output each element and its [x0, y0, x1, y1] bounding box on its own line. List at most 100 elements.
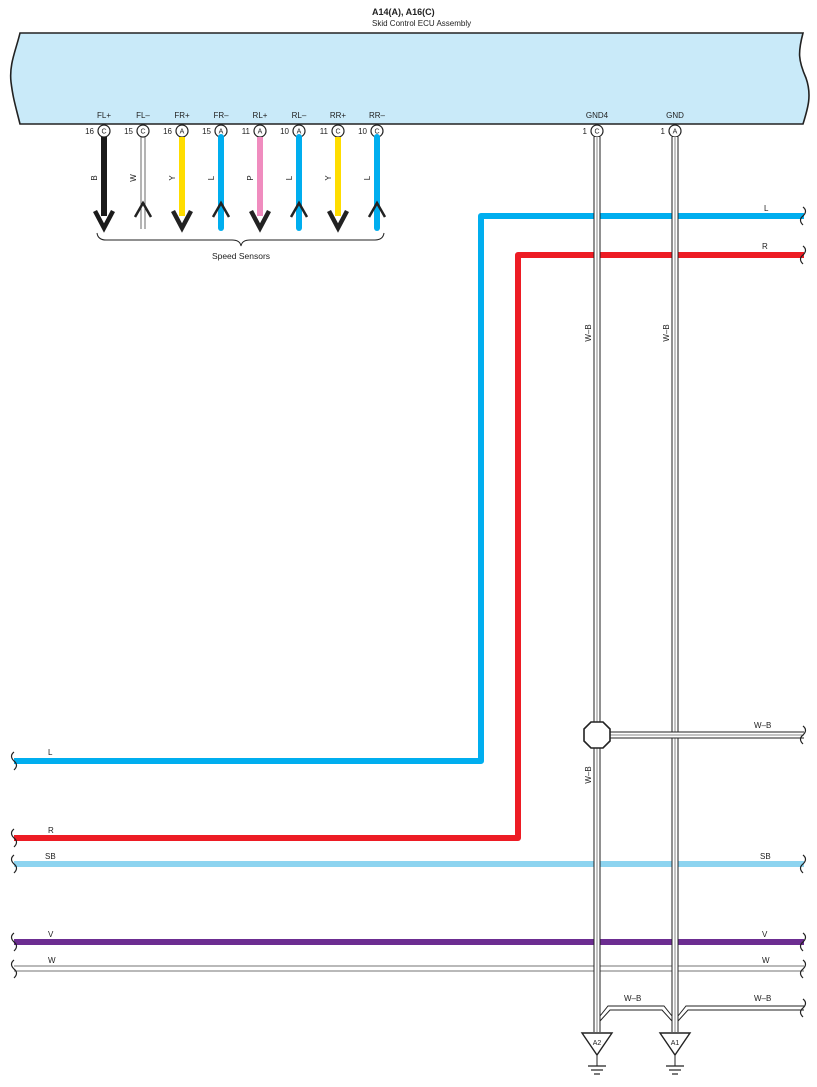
pin-fr-plus[interactable]: FR+ 16 A	[163, 111, 190, 138]
wire-l-left-label: L	[48, 748, 53, 757]
wire-code: L	[207, 175, 216, 180]
continuation-right-r	[799, 245, 807, 265]
ground-wires: W–B W–B W–B W–B W–B W–B	[584, 137, 804, 1032]
connector-title: A14(A), A16(C)	[372, 7, 435, 17]
speed-sensors-bracket	[96, 232, 385, 247]
ground-triangle	[580, 1032, 614, 1057]
wire-rr-plus[interactable]: Y	[324, 137, 349, 233]
wire-gnd4[interactable]: W–B W–B	[584, 137, 601, 1032]
wire-sb-right-label: SB	[760, 852, 771, 861]
connector-letter: A	[673, 129, 678, 136]
wire-fr-minus[interactable]: L	[207, 134, 231, 231]
connector-letter: A	[219, 129, 224, 136]
pin-name: GND4	[586, 111, 609, 120]
wire-v-left-label: V	[48, 930, 54, 939]
wire-rl-plus[interactable]: P	[246, 137, 271, 233]
wire-v-right-label: V	[762, 930, 768, 939]
continuation-left-l	[10, 751, 18, 771]
wire-code: W–B	[584, 324, 593, 341]
pin-name: FL+	[97, 111, 111, 120]
pin-fl-minus[interactable]: FL– 15 C	[124, 111, 150, 138]
connector-letter: C	[140, 129, 145, 136]
pin-fl-plus[interactable]: FL+ 16 C	[85, 111, 111, 138]
wire-l-harness[interactable]: L L	[14, 204, 804, 764]
wire-code: P	[246, 175, 255, 180]
ground-label: A1	[671, 1040, 680, 1047]
continuation-right-wb	[799, 725, 807, 745]
connector-letter: C	[374, 129, 379, 136]
wire-code: Y	[168, 175, 177, 181]
pin-fr-minus[interactable]: FR– 15 A	[202, 111, 229, 138]
pin-number: 15	[124, 127, 133, 136]
pin-name: RR–	[369, 111, 386, 120]
wire-rl-minus[interactable]: L	[285, 134, 309, 231]
wire-w[interactable]: W W	[14, 956, 804, 972]
splice-point[interactable]	[583, 721, 611, 749]
continuation-right-l	[799, 206, 807, 226]
pin-number: 11	[242, 127, 251, 136]
wire-ground-out-label: W–B	[754, 994, 771, 1003]
pin-gnd[interactable]: GND 1 A	[661, 111, 685, 138]
pin-name: FL–	[136, 111, 150, 120]
wire-fl-plus[interactable]: B	[90, 137, 115, 233]
ecu-pins: FL+ 16 C FL– 15 C FR+ 16 A FR– 15 A RL+ …	[85, 111, 685, 138]
wire-splice-out[interactable]: W–B	[608, 721, 804, 739]
wire-rr-minus[interactable]: L	[363, 134, 387, 231]
wire-gnd4-lower-label: W–B	[584, 766, 593, 783]
ground-point-a1[interactable]: A1	[658, 1032, 692, 1075]
connector-circle	[136, 124, 150, 138]
wire-fl-minus[interactable]: W	[129, 137, 153, 229]
pin-number: 16	[85, 127, 94, 136]
connector-letter: C	[594, 129, 599, 136]
wire-ground-out[interactable]: W–B	[677, 994, 804, 1022]
wire-code: L	[363, 175, 372, 180]
wire-code: B	[90, 175, 99, 180]
wire-splice-out-label: W–B	[754, 721, 771, 730]
continuation-right-w	[799, 959, 807, 979]
continuation-left-r	[10, 828, 18, 848]
pin-name: FR–	[213, 111, 229, 120]
pin-number: 10	[280, 127, 289, 136]
speed-sensors-label: Speed Sensors	[212, 251, 270, 261]
pin-rl-minus[interactable]: RL– 10 A	[280, 111, 307, 138]
wire-r-top-label: R	[762, 242, 768, 251]
connector-letter: A	[180, 129, 185, 136]
wire-r-harness[interactable]: R R	[14, 242, 804, 841]
pin-rr-plus[interactable]: RR+ 11 C	[320, 111, 347, 138]
pin-number: 11	[320, 127, 329, 136]
pin-name: RL–	[292, 111, 307, 120]
continuation-left-w	[10, 959, 18, 979]
pin-name: FR+	[174, 111, 190, 120]
wire-w-right-label: W	[762, 956, 770, 965]
pin-gnd4[interactable]: GND4 1 C	[583, 111, 609, 138]
wire-v[interactable]: V V	[14, 930, 804, 945]
wire-fr-plus[interactable]: Y	[168, 137, 193, 233]
wire-code: W	[129, 174, 138, 182]
wire-l-top-label: L	[764, 204, 769, 213]
connector-letter: A	[258, 129, 263, 136]
pin-number: 15	[202, 127, 211, 136]
pin-name: GND	[666, 111, 684, 120]
pin-number: 10	[358, 127, 367, 136]
wire-w-left-label: W	[48, 956, 56, 965]
continuation-right-v	[799, 932, 807, 952]
sensor-wires: B W Y L P L	[90, 134, 387, 233]
wire-continuation-marks	[10, 206, 807, 1018]
pin-rr-minus[interactable]: RR– 10 C	[358, 111, 386, 138]
wire-ground-link[interactable]: W–B	[599, 994, 673, 1022]
wire-ground-link-label: W–B	[624, 994, 641, 1003]
connector-letter: C	[101, 129, 106, 136]
pin-number: 16	[163, 127, 172, 136]
pin-name: RR+	[330, 111, 347, 120]
continuation-right-sb	[799, 854, 807, 874]
wire-r-left-label: R	[48, 826, 54, 835]
wire-sb-left-label: SB	[45, 852, 56, 861]
pin-number: 1	[661, 127, 666, 136]
ecu-name: Skid Control ECU Assembly	[372, 19, 471, 28]
ecu-box	[9, 32, 810, 125]
continuation-left-v	[10, 932, 18, 952]
wire-sb[interactable]: SB SB	[14, 852, 804, 867]
wire-gnd[interactable]: W–B	[662, 137, 679, 1032]
ground-point-a2[interactable]: A2	[580, 1032, 614, 1075]
